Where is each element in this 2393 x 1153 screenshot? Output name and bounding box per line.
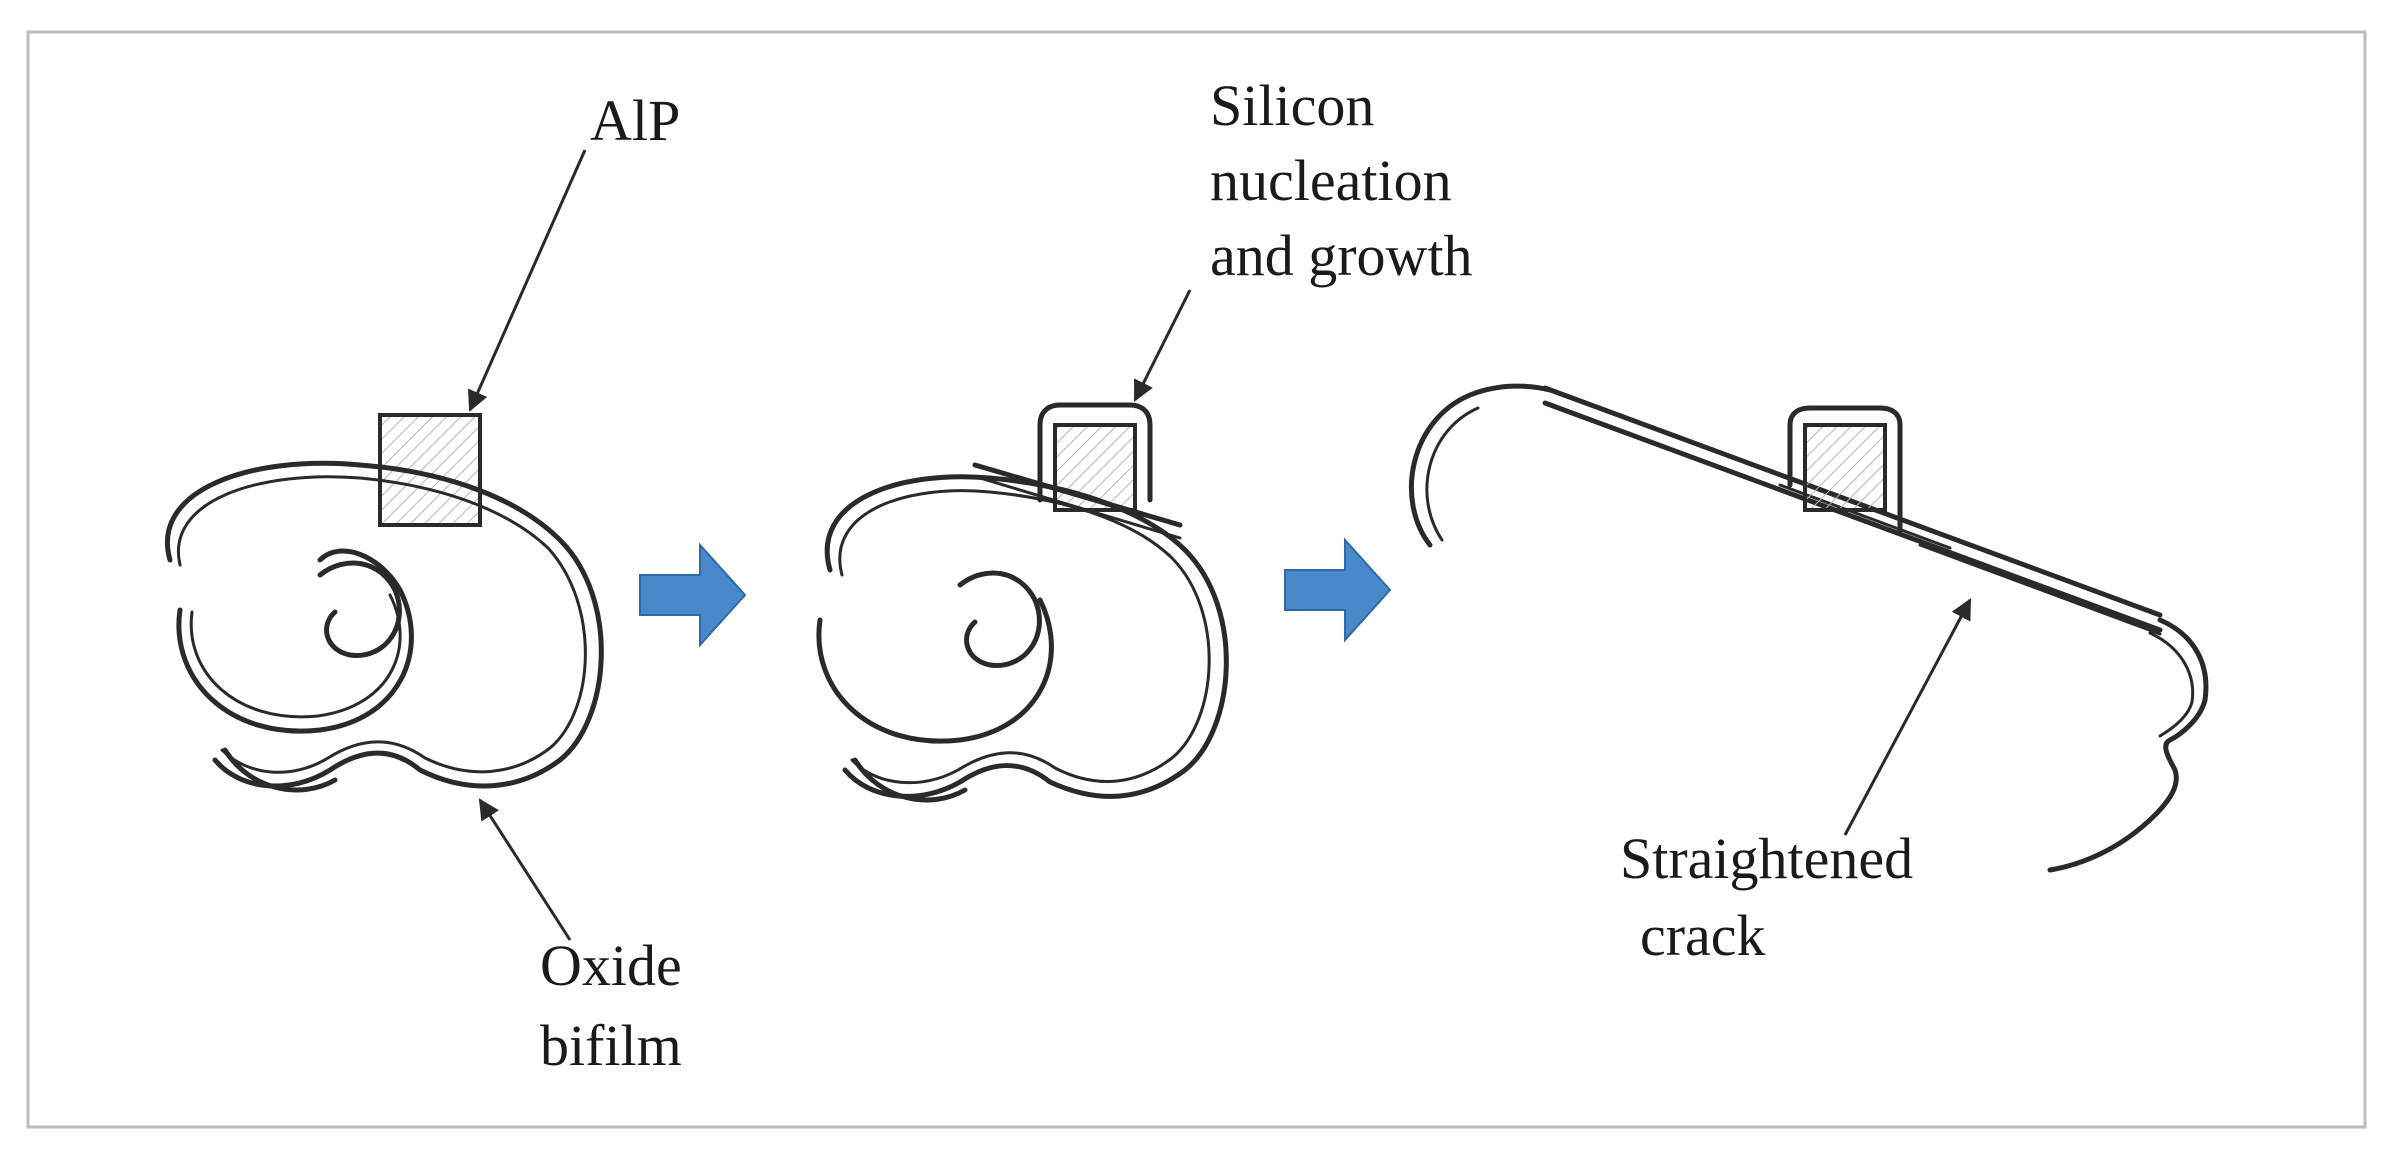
oxide-bifilm-outer <box>165 460 604 789</box>
oxide-bifilm-outer-inner-line <box>176 475 587 774</box>
oxide-bifilm-inner-loop-line <box>189 593 402 719</box>
right-arrow-icon <box>639 542 747 648</box>
crack-label-line1: Straightened <box>1620 826 1913 891</box>
crack-right-hook-inner <box>2148 631 2195 738</box>
silicon-label-line1: Silicon <box>1210 73 1374 138</box>
silicon-leader-line <box>1133 289 1192 402</box>
crack-leader-line <box>1843 598 1972 836</box>
diagram-frame <box>26 30 2367 1129</box>
stage-2-bifilm-inner-loop <box>816 597 1054 744</box>
crack-silicon-plate-right <box>1918 543 2162 636</box>
alp-label: AlP <box>590 88 680 153</box>
stage-2-silicon-nucleation <box>816 402 1229 803</box>
silicon-label-line2: nucleation <box>1210 148 1452 213</box>
alp-particle-stage-2 <box>1053 423 1137 512</box>
crack-left-hook <box>1408 383 1553 548</box>
crack-bottom-line <box>1542 400 2163 633</box>
stage-3-straightened-crack <box>1408 383 2209 873</box>
oxide-bifilm-tail <box>222 747 338 793</box>
crack-left-hook-inner <box>1425 406 1480 542</box>
oxide-bifilm-inner-loop <box>176 548 414 734</box>
silicon-label-line3: and growth <box>1210 223 1473 288</box>
oxide-bifilm-curl <box>317 560 402 658</box>
alp-particle-stage-3 <box>1803 423 1887 512</box>
alp-leader-line <box>468 149 587 412</box>
crack-label-line2: crack <box>1640 903 1766 968</box>
stage-1-bifilm <box>165 413 604 793</box>
oxide-label-line1: Oxide <box>540 933 682 998</box>
crack-right-hook <box>2047 617 2209 873</box>
oxide-label-line2: bifilm <box>540 1013 682 1078</box>
oxide-leader-line <box>478 798 572 941</box>
stage-2-bifilm-outer <box>824 474 1229 799</box>
crack-silicon-coating <box>1787 405 1903 533</box>
stage-2-bifilm-curl <box>957 570 1042 668</box>
stage-2-bifilm-tail <box>852 757 968 803</box>
stage-2-bifilm-outer-line <box>838 489 1211 785</box>
right-arrow-icon <box>1284 537 1392 643</box>
silicon-coating <box>1037 402 1153 503</box>
